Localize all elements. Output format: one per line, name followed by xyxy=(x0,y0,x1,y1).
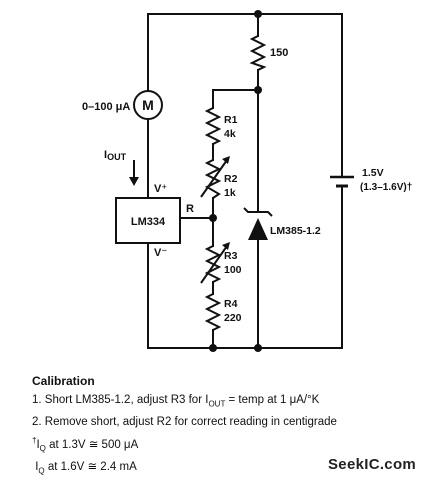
vplus-label: V⁺ xyxy=(154,183,167,195)
junction-dot xyxy=(254,86,262,94)
r4-name: R4 xyxy=(224,298,238,310)
meter-range-label: 0–100 μA xyxy=(82,101,130,113)
calibration-notes: Calibration 1. Short LM385-1.2, adjust R… xyxy=(32,372,442,481)
resistor-r4 xyxy=(204,293,222,331)
resistor-r1 xyxy=(204,107,222,145)
r2-trim-arrowhead xyxy=(222,156,230,164)
battery-voltage-label: 1.5V xyxy=(362,167,384,179)
r4-value: 220 xyxy=(224,312,242,324)
r-pin-label: R xyxy=(186,203,194,215)
junction-dot xyxy=(209,214,217,222)
calibration-step-2: 2. Remove short, adjust R2 for correct r… xyxy=(32,416,337,429)
zener-diode-symbol xyxy=(248,218,268,240)
resistor-r2 xyxy=(204,159,222,199)
junction-dot xyxy=(254,344,262,352)
meter-letter: M xyxy=(142,97,154,113)
battery-range-label: (1.3–1.6V)† xyxy=(360,182,412,193)
resistor-150 xyxy=(249,35,267,71)
watermark: SeekIC.com xyxy=(328,456,417,473)
r1-value: 4k xyxy=(224,128,236,140)
resistor-r3 xyxy=(204,245,222,283)
r3-name: R3 xyxy=(224,250,238,262)
footnote-iq-1v6: IQ at 1.6V ≅ 2.4 mA xyxy=(35,461,137,476)
r2-value: 1k xyxy=(224,187,236,199)
junction-dot xyxy=(209,344,217,352)
vminus-label: V⁻ xyxy=(154,247,167,259)
calibration-step-1: 1. Short LM385-1.2, adjust R3 for IOUT =… xyxy=(32,393,320,408)
r1-name: R1 xyxy=(224,114,238,126)
r3-trim-arrowhead xyxy=(222,242,230,250)
meter-symbol xyxy=(133,90,163,120)
zener-cathode-bar xyxy=(243,207,273,217)
lm334-label: LM334 xyxy=(131,216,166,228)
r2-trim-arrow xyxy=(200,159,228,198)
iout-arrowhead xyxy=(129,177,139,186)
r150-value: 150 xyxy=(270,47,288,59)
lm334-block xyxy=(115,197,181,244)
calibration-heading: Calibration xyxy=(32,374,95,388)
r3-value: 100 xyxy=(224,264,242,276)
circuit-diagram: M 0–100 μA IOUT LM334 V⁺ V⁻ R 150 R1 4k … xyxy=(82,10,412,352)
iout-label: IOUT xyxy=(104,149,127,162)
zener-label: LM385-1.2 xyxy=(270,225,321,237)
junction-dot xyxy=(254,10,262,18)
r3-trim-arrow xyxy=(200,245,228,284)
footnote-iq-1v3: †IQ at 1.3V ≅ 500 μA xyxy=(32,435,139,453)
r2-name: R2 xyxy=(224,173,238,185)
